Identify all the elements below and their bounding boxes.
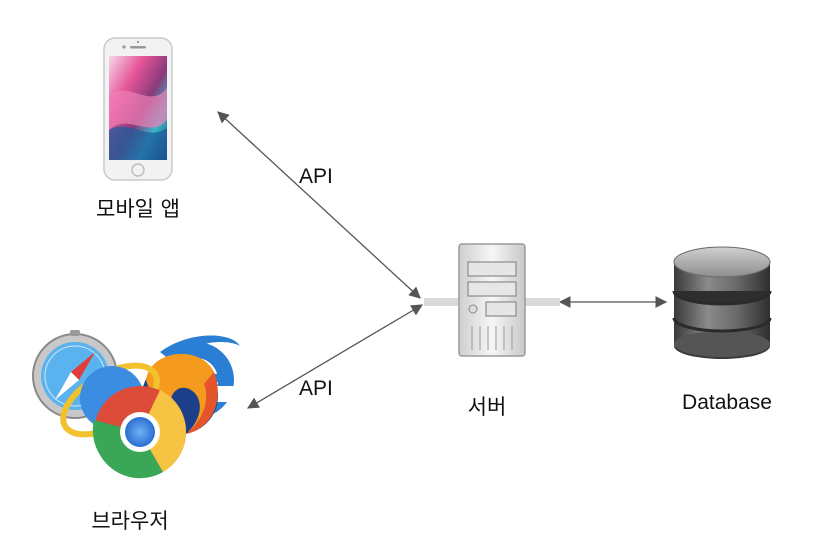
chrome-logo xyxy=(92,386,187,479)
server-label: 서버 xyxy=(467,395,507,419)
server-tower-icon xyxy=(424,243,560,357)
mobile-app-label: 모바일 앱 xyxy=(96,197,180,221)
smartphone-icon xyxy=(103,37,173,181)
edge-label-mobile-api: API xyxy=(299,165,333,188)
edge-browser-server xyxy=(246,304,424,409)
database-cylinder-icon xyxy=(672,246,772,359)
browser-logos-icon xyxy=(32,330,240,479)
edge-mobile-server xyxy=(217,111,421,299)
edge-label-browser-api: API xyxy=(299,377,333,400)
browser-label: 브라우저 xyxy=(91,509,169,533)
database-label: Database xyxy=(682,391,772,414)
